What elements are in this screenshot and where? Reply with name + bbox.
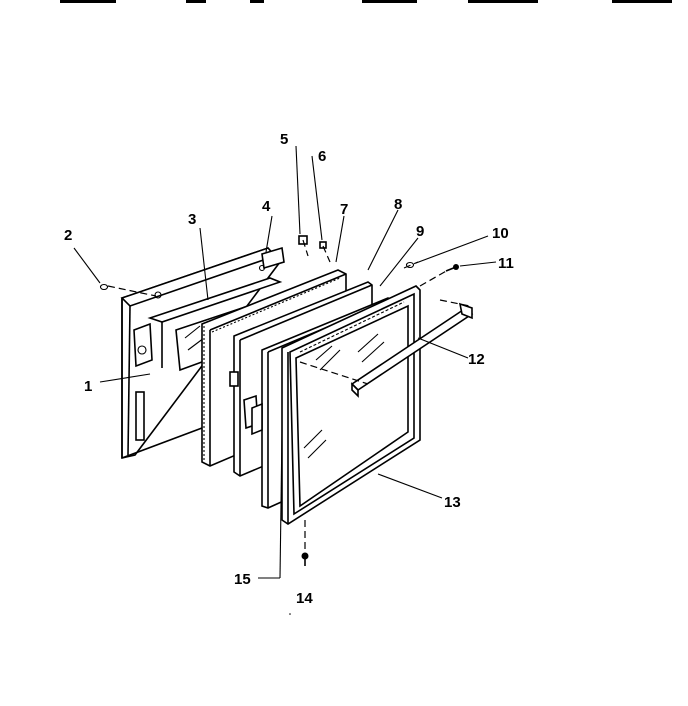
part-label-7: 7 — [340, 201, 348, 218]
part-label-9: 9 — [416, 223, 424, 240]
stray-mark — [289, 613, 291, 615]
part-label-2: 2 — [64, 227, 72, 244]
part-label-15: 15 — [234, 571, 251, 588]
screw-2 — [99, 283, 109, 291]
hinge-clip-6 — [319, 241, 327, 249]
part-label-1: 1 — [84, 378, 92, 395]
leader-lines — [73, 145, 497, 579]
screw-11 — [445, 264, 459, 272]
part-label-11: 11 — [498, 255, 514, 272]
part-label-8: 8 — [394, 196, 402, 213]
part-label-10: 10 — [492, 225, 509, 242]
part-label-13: 13 — [444, 494, 461, 511]
top-trim-strip — [261, 246, 285, 270]
part-label-12: 12 — [468, 351, 485, 368]
front-door-frame — [281, 285, 421, 525]
assembly-lines — [107, 239, 471, 550]
part-label-14: 14 — [296, 590, 313, 607]
screw-14 — [301, 552, 309, 566]
part-label-5: 5 — [280, 131, 288, 148]
frame-vent-slots — [299, 301, 405, 353]
door-handle — [350, 302, 474, 398]
top-edge-marks — [60, 0, 672, 3]
part-labels: 1 2 3 4 5 6 7 8 9 10 11 12 13 14 15 — [64, 131, 514, 607]
washer-10 — [405, 261, 415, 269]
part-label-6: 6 — [318, 148, 326, 165]
part-label-3: 3 — [188, 211, 196, 228]
part-label-4: 4 — [262, 198, 271, 215]
